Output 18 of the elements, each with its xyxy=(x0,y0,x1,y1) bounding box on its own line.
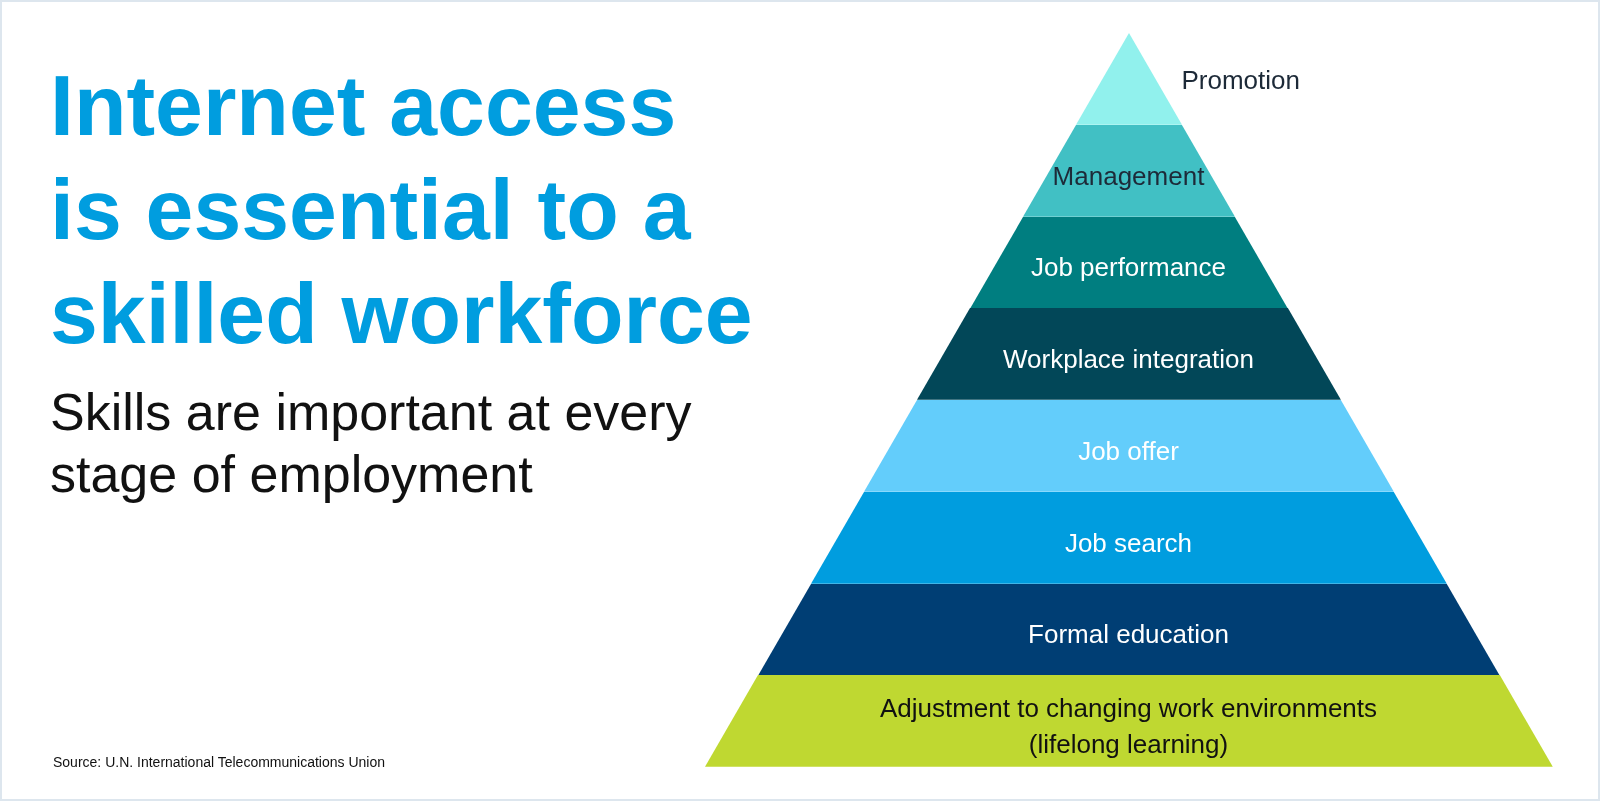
tier-label: Job offer xyxy=(1078,434,1179,468)
tier-label: Job performance xyxy=(1030,251,1227,285)
tier-label: Adjustment to changing work environments (lifelong learning) xyxy=(878,692,1379,762)
pyramid-tier xyxy=(863,400,1394,492)
tier-label: Formal education xyxy=(1028,618,1229,652)
pyramid-tier xyxy=(757,583,1500,676)
pyramid-tier xyxy=(916,308,1341,400)
pyramid-tier xyxy=(810,491,1447,584)
source-note: Source: U.N. International Telecommunications Union xyxy=(53,753,387,771)
tier-label: Workplace integration xyxy=(1003,343,1254,377)
pyramid-tier xyxy=(969,216,1288,309)
subtitle: Skills are important at every stage of employment xyxy=(50,382,693,505)
pyramid-tier xyxy=(1022,124,1235,217)
tier-label: Job search xyxy=(1064,526,1193,560)
title: Internet access is essential to a skilled workforce xyxy=(50,56,754,363)
tier-label: Promotion xyxy=(1181,63,1300,97)
pyramid-tier xyxy=(704,675,1553,767)
tier-label: Management xyxy=(1052,159,1205,193)
